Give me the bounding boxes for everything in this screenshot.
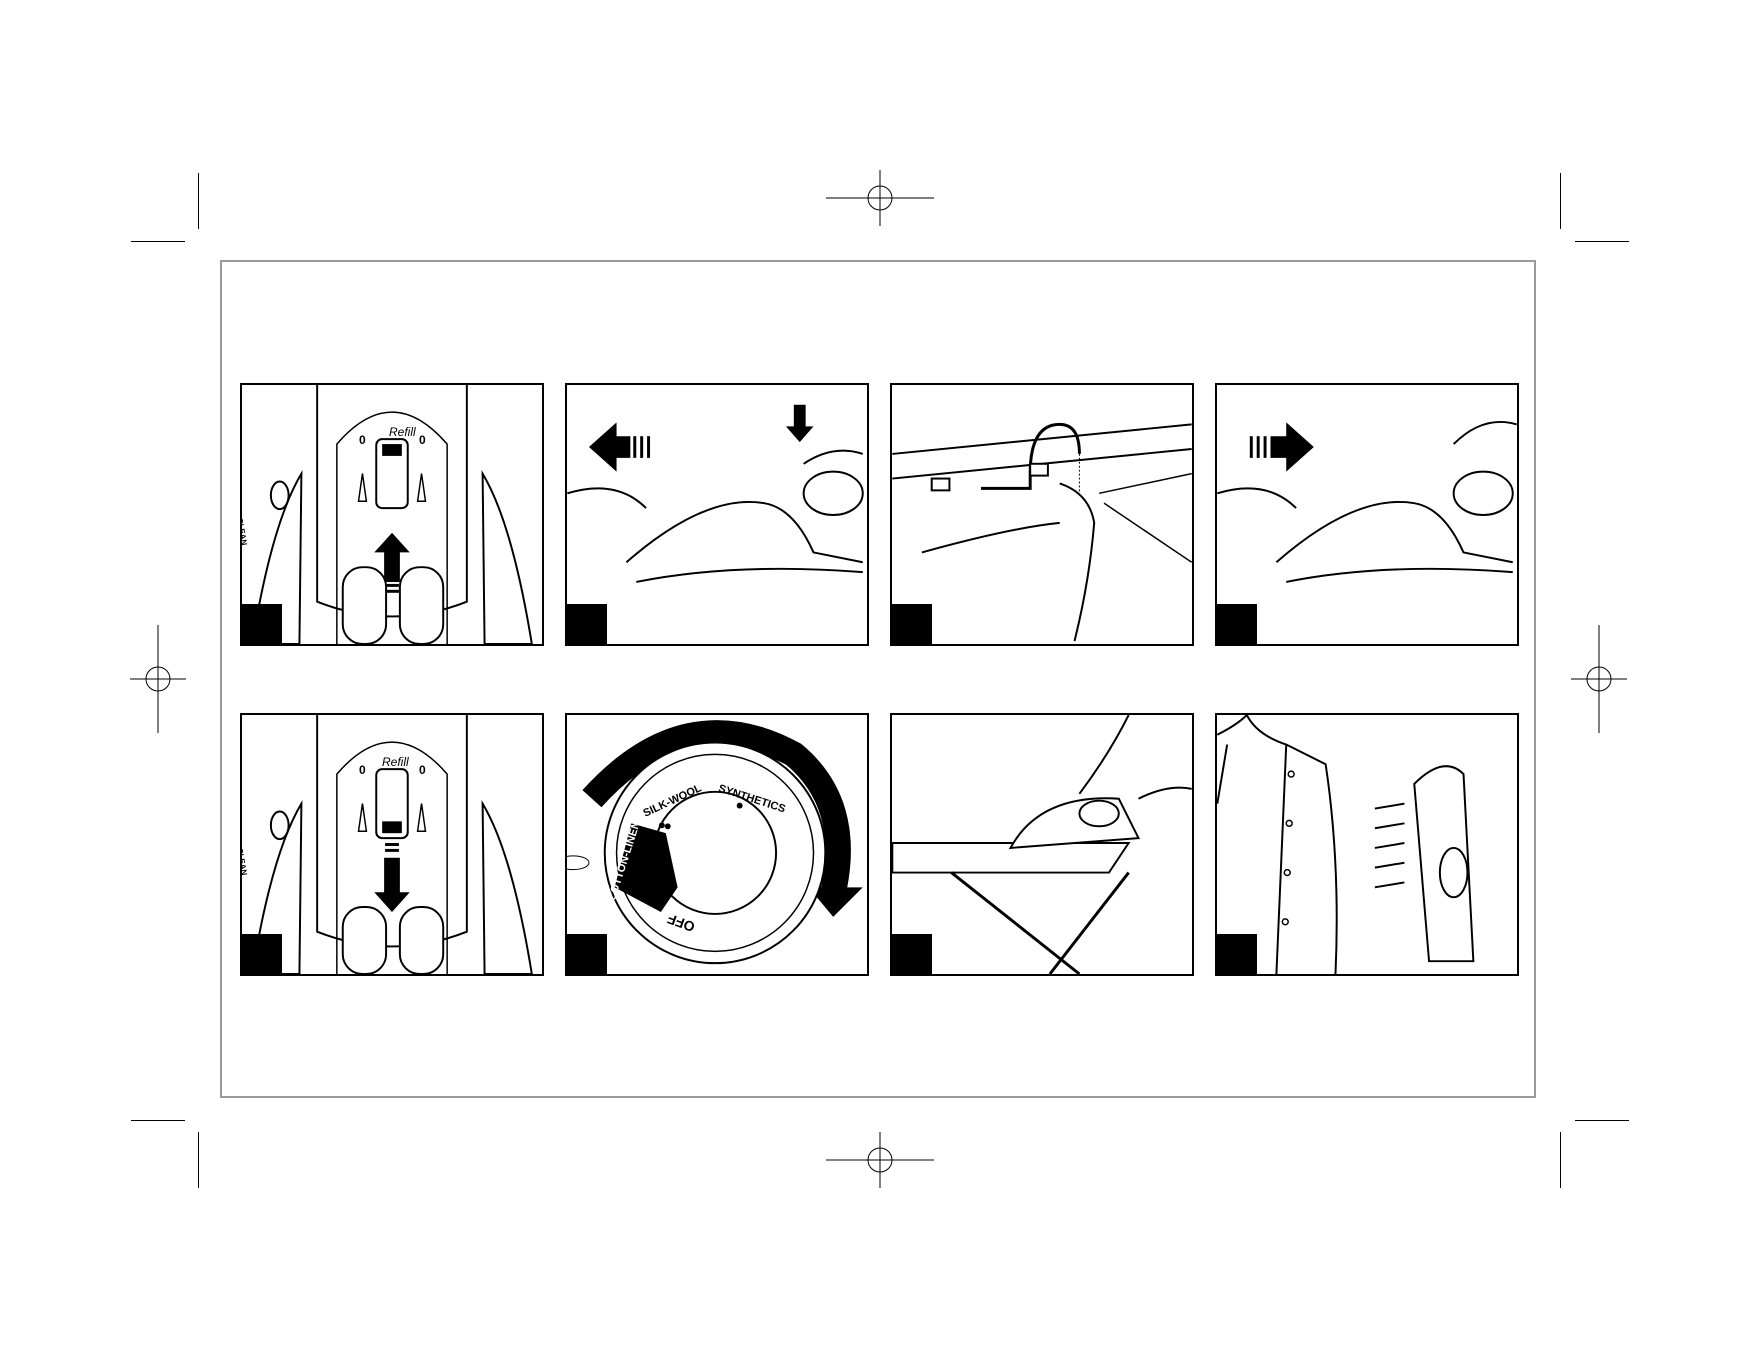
iron-top-illustration bbox=[242, 385, 542, 644]
zero-label-left: 0 bbox=[359, 763, 366, 777]
crop-mark bbox=[1575, 1120, 1629, 1121]
iron-top-illustration bbox=[242, 715, 542, 974]
zero-label-right: 0 bbox=[419, 763, 426, 777]
panel-3-rinse-tank bbox=[890, 383, 1194, 646]
step-number-box bbox=[892, 934, 932, 974]
panel-7-ironing-board bbox=[890, 713, 1194, 976]
crop-mark bbox=[131, 1120, 185, 1121]
step-number-box bbox=[1217, 604, 1257, 644]
step-number-box bbox=[892, 604, 932, 644]
step-number-box bbox=[1217, 934, 1257, 974]
step-number-box bbox=[242, 604, 282, 644]
panel-8-vertical-steam bbox=[1215, 713, 1519, 976]
sink-faucet-illustration bbox=[892, 385, 1192, 644]
crop-mark bbox=[198, 173, 199, 229]
crop-mark bbox=[1560, 1132, 1561, 1188]
step-number-box bbox=[567, 604, 607, 644]
panel-5-refill-close: Refill 0 0 SELF CLEAN bbox=[240, 713, 544, 976]
crop-mark bbox=[131, 241, 185, 242]
ironing-board-illustration bbox=[892, 715, 1192, 974]
zero-label-right: 0 bbox=[419, 433, 426, 447]
panel-1-refill-open: Refill 0 0 SELF CLEAN bbox=[240, 383, 544, 646]
crop-mark bbox=[198, 1132, 199, 1188]
shirt-vertical-steam-illustration bbox=[1217, 715, 1517, 974]
panel-2-press-button bbox=[565, 383, 869, 646]
zero-label-left: 0 bbox=[359, 433, 366, 447]
step-number-box bbox=[242, 934, 282, 974]
step-number-box bbox=[567, 934, 607, 974]
panel-6-temperature-dial: SYNTHETICS SILK-WOOL COTTON-LINEN OFF bbox=[565, 713, 869, 976]
temperature-dial-illustration bbox=[567, 715, 867, 974]
crop-mark bbox=[1560, 173, 1561, 229]
crop-mark bbox=[1575, 241, 1629, 242]
registration-mark-bottom bbox=[826, 1132, 934, 1188]
registration-mark-left bbox=[130, 625, 186, 733]
refill-label: Refill bbox=[382, 755, 409, 769]
registration-mark-top bbox=[826, 170, 934, 226]
panel-4-replace-tank bbox=[1215, 383, 1519, 646]
iron-side-illustration bbox=[567, 385, 867, 644]
registration-mark-right bbox=[1571, 625, 1627, 733]
iron-side-illustration bbox=[1217, 385, 1517, 644]
refill-label: Refill bbox=[389, 425, 416, 439]
